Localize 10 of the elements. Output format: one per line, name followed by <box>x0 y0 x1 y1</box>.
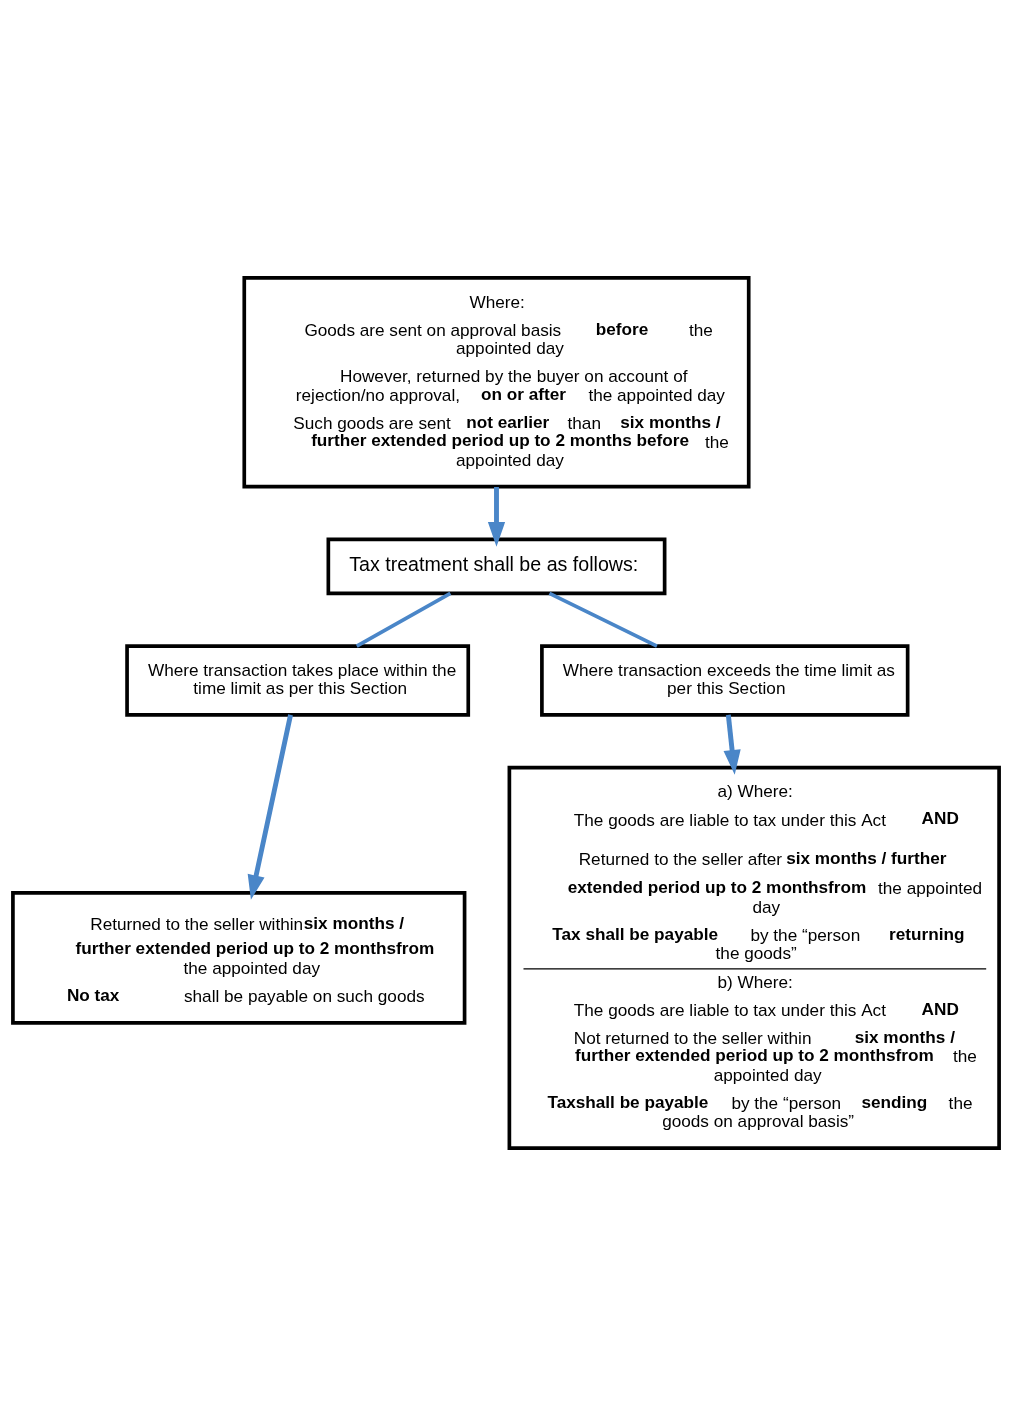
node-box: Where: Goods are sent on approval basis before the appointed day However, returned by the buyer on account of rejection/no approval, on or after the appointed day Such goods are sent not earlier than six months / further extended period up to 2 months before the appointed day <box>242 275 751 488</box>
connector <box>548 591 658 648</box>
arrow <box>487 486 506 547</box>
connector <box>355 591 452 648</box>
node-box: Where transaction takes place within the time limit as per this Section <box>125 643 471 717</box>
node-box: Returned to the seller withinsix months / further extended period up to 2 monthsfrom the appointed day No tax shall be payable on such goods <box>11 890 467 1025</box>
arrow <box>247 713 293 900</box>
node-box: Where transaction exceeds the time limit as per this Section <box>540 643 910 717</box>
node-box: Tax treatment shall be as follows: <box>326 537 667 595</box>
arrow <box>723 714 741 775</box>
